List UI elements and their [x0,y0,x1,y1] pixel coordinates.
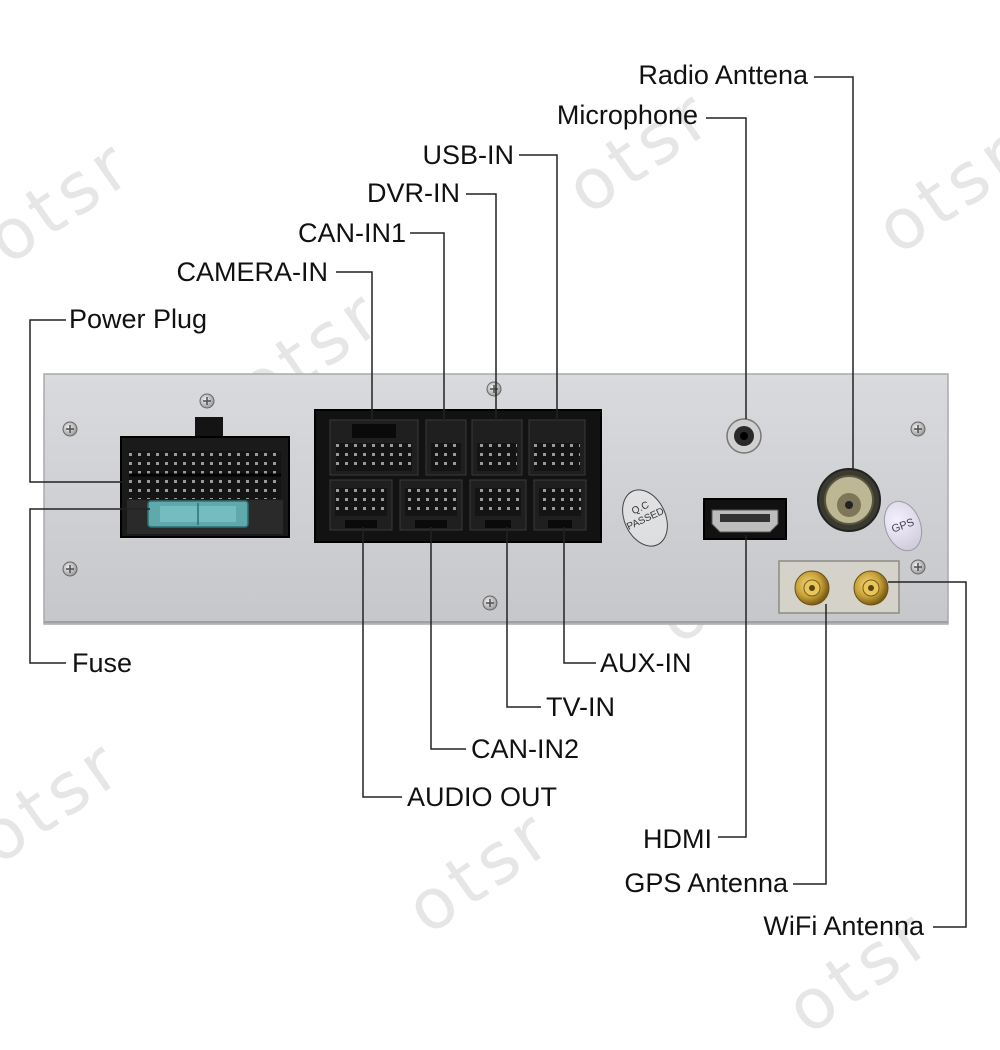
leader-power-plug [29,319,122,483]
multi-connector-block [314,409,602,543]
radio-antenna-socket [817,468,881,532]
label-can-in2: CAN-IN2 [471,734,580,764]
leader-wifi-antenna [888,581,967,928]
diagram-graphics [29,76,967,928]
label-fuse: Fuse [72,648,133,678]
label-microphone: Microphone [556,100,698,130]
label-wifi-antenna: WiFi Antenna [763,911,924,941]
leader-fuse [29,508,150,664]
label-dvr-in: DVR-IN [367,178,460,208]
leader-tv-in [506,527,541,708]
leader-gps-antenna [793,604,827,885]
label-hdmi: HDMI [643,824,712,854]
microphone-jack [726,418,762,454]
leader-hdmi [718,535,747,838]
leader-lines [29,76,967,928]
leader-audio-out [362,527,402,798]
hdmi-port [703,498,787,540]
leader-radio-antenna [814,76,854,470]
label-radio-antenna: Radio Anttena [638,60,808,90]
label-power-plug: Power Plug [69,304,208,334]
leader-usb-in [519,154,558,422]
leader-camera-in [336,271,373,422]
fuse [147,500,249,528]
label-gps-antenna: GPS Antenna [624,868,788,898]
leader-dvr-in [466,193,497,422]
label-tv-in: TV-IN [546,692,616,722]
label-camera-in: CAMERA-IN [176,257,328,287]
label-aux-in: AUX-IN [600,648,692,678]
label-usb-in: USB-IN [422,140,514,170]
wiring-diagram: otsr otsr otsr otsr otsr otsr otsr otsr [0,60,1000,1050]
leader-can-in1 [410,232,445,422]
antenna-plate [778,560,900,614]
label-can-in1: CAN-IN1 [297,218,406,248]
leader-aux-in [563,527,596,664]
leader-can-in2 [430,527,466,750]
leader-microphone [706,117,747,419]
label-audio-out: AUDIO OUT [407,782,558,812]
